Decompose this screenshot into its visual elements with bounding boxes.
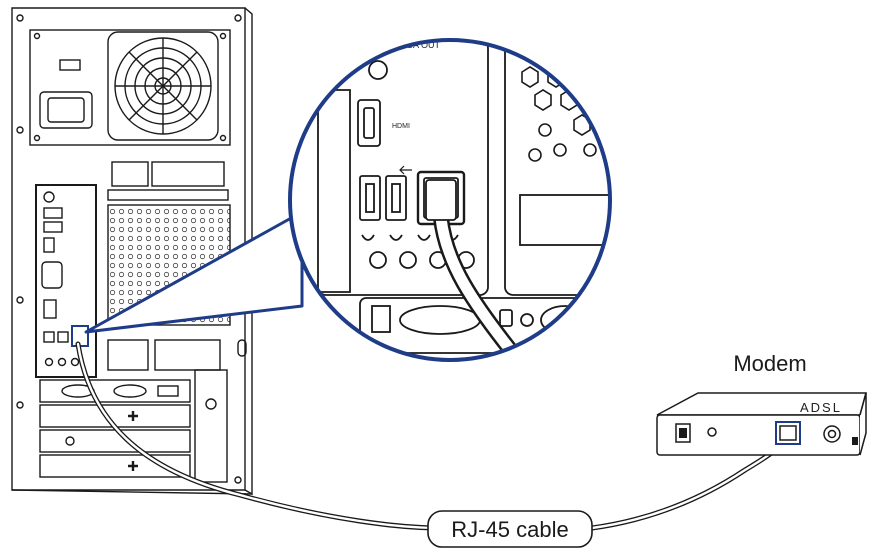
modem: ADSL (657, 393, 866, 455)
pc-tower (12, 8, 252, 494)
cable-label: RJ-45 cable (428, 511, 592, 547)
hdmi-label: HDMI (392, 123, 410, 130)
cable-label-text: RJ-45 cable (451, 517, 568, 542)
modem-brand: ADSL (800, 400, 842, 415)
magnified-view: VGA OUT HDMI (290, 40, 635, 362)
modem-label: Modem (733, 351, 806, 376)
